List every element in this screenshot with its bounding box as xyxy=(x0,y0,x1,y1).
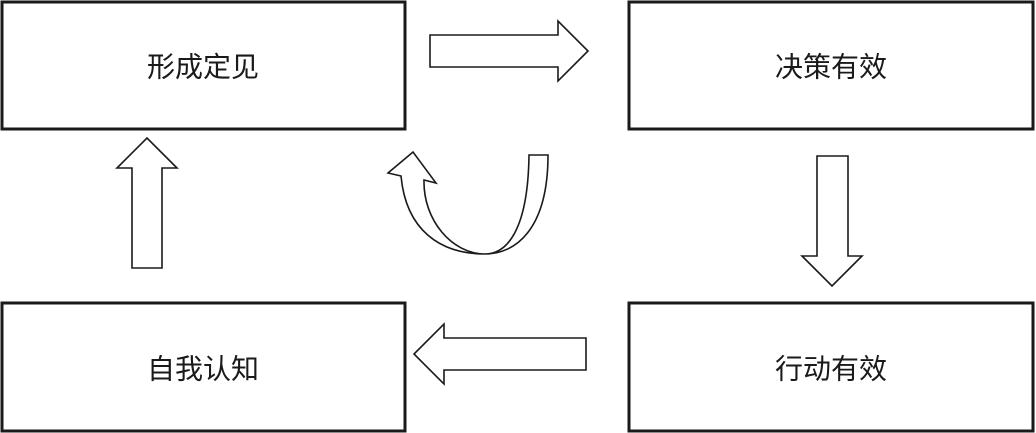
node-form-opinion: 形成定见 xyxy=(0,0,407,131)
arrow-up-icon xyxy=(115,136,179,269)
arrow-right-icon xyxy=(429,19,590,83)
node-effective-action: 行动有效 xyxy=(627,301,1035,433)
arrow-down-icon xyxy=(800,155,864,288)
node-effective-action-label: 行动有效 xyxy=(775,353,887,386)
arrow-left-icon xyxy=(412,322,587,386)
node-self-awareness: 自我认知 xyxy=(0,301,407,433)
node-effective-decision: 决策有效 xyxy=(627,0,1035,131)
node-form-opinion-label: 形成定见 xyxy=(147,51,259,84)
node-self-awareness-label: 自我认知 xyxy=(147,353,259,386)
node-effective-decision-label: 决策有效 xyxy=(775,51,887,84)
curved-return-arrow-icon xyxy=(386,150,549,255)
